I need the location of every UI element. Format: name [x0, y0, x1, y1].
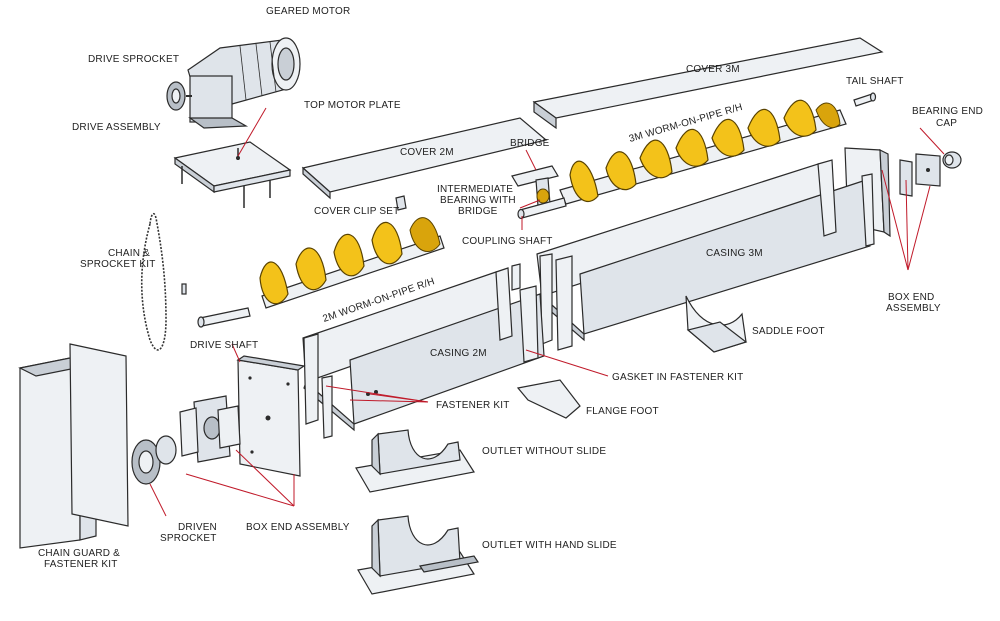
label-fastener-kit: FASTENER KIT — [436, 400, 510, 411]
casing-3m — [511, 159, 875, 351]
top-motor-plate — [173, 141, 292, 208]
label-drive-sprocket: DRIVE SPROCKET — [88, 54, 179, 65]
label-saddle-foot: SADDLE FOOT — [752, 326, 825, 337]
label-gasket: GASKET IN FASTENER KIT — [612, 372, 743, 383]
label-casing-2m: CASING 2M — [430, 348, 487, 359]
label-tail-shaft: TAIL SHAFT — [846, 76, 904, 87]
label-geared-motor: GEARED MOTOR — [266, 6, 350, 17]
label-bridge: BRIDGE — [510, 138, 550, 149]
label-cover-2m: COVER 2M — [400, 147, 454, 158]
chain-guard — [18, 343, 129, 549]
cover-3m — [532, 37, 884, 130]
geared-motor — [187, 37, 301, 129]
drive-shaft — [197, 307, 251, 328]
label-intermediate-line2: BEARING WITH — [440, 195, 516, 206]
label-box-end-left: BOX END ASSEMBLY — [246, 522, 350, 533]
outlet-with-hand-slide — [357, 515, 480, 595]
label-chain-kit-line1: CHAIN & — [108, 248, 150, 259]
bearing-box-left — [179, 395, 241, 463]
label-intermediate-line3: BRIDGE — [458, 206, 498, 217]
casing-2m — [302, 267, 545, 439]
driven-sprocket — [131, 435, 177, 485]
label-intermediate-line1: INTERMEDIATE — [437, 184, 513, 195]
label-coupling-shaft: COUPLING SHAFT — [462, 236, 553, 247]
outlet-without-slide — [355, 429, 475, 493]
label-bearing-end-cap-line1: BEARING END — [912, 106, 983, 117]
label-cover-3m: COVER 3M — [686, 64, 740, 75]
cover-clip-set — [395, 195, 407, 211]
tail-shaft — [853, 92, 877, 107]
label-chain-kit-line2: SPROCKET KIT — [80, 259, 156, 270]
label-drive-shaft: DRIVE SHAFT — [190, 340, 258, 351]
saddle-foot — [685, 295, 748, 353]
label-top-motor-plate: TOP MOTOR PLATE — [304, 100, 401, 111]
label-outlet-without-slide: OUTLET WITHOUT SLIDE — [482, 446, 606, 457]
label-chain-guard-line1: CHAIN GUARD & — [38, 548, 120, 559]
label-drive-assembly: DRIVE ASSEMBLY — [72, 122, 161, 133]
drive-sprocket — [166, 81, 192, 111]
intermediate-bearing-bridge — [511, 165, 567, 220]
label-casing-3m: CASING 3M — [706, 248, 763, 259]
label-bearing-end-cap-line2: CAP — [936, 118, 957, 129]
label-flange-foot: FLANGE FOOT — [586, 406, 659, 417]
label-driven-sprocket-line1: DRIVEN — [178, 522, 217, 533]
label-box-end-right-line2: ASSEMBLY — [886, 303, 941, 314]
leader-lines — [149, 107, 945, 517]
flange-foot — [516, 379, 581, 419]
bearing-end-cap — [942, 151, 962, 169]
worm-3m — [559, 99, 847, 205]
label-chain-guard-line2: FASTENER KIT — [44, 559, 118, 570]
label-cover-clip-set: COVER CLIP SET — [314, 206, 399, 217]
label-driven-sprocket-line2: SPROCKET — [160, 533, 217, 544]
cover-2m — [301, 117, 548, 200]
label-outlet-with-hand-slide: OUTLET WITH HAND SLIDE — [482, 540, 617, 551]
worm-2m — [259, 217, 445, 309]
box-end-plate-left — [236, 355, 306, 477]
label-box-end-right-line1: BOX END — [888, 292, 934, 303]
chain-and-sprocket-kit — [140, 212, 187, 351]
